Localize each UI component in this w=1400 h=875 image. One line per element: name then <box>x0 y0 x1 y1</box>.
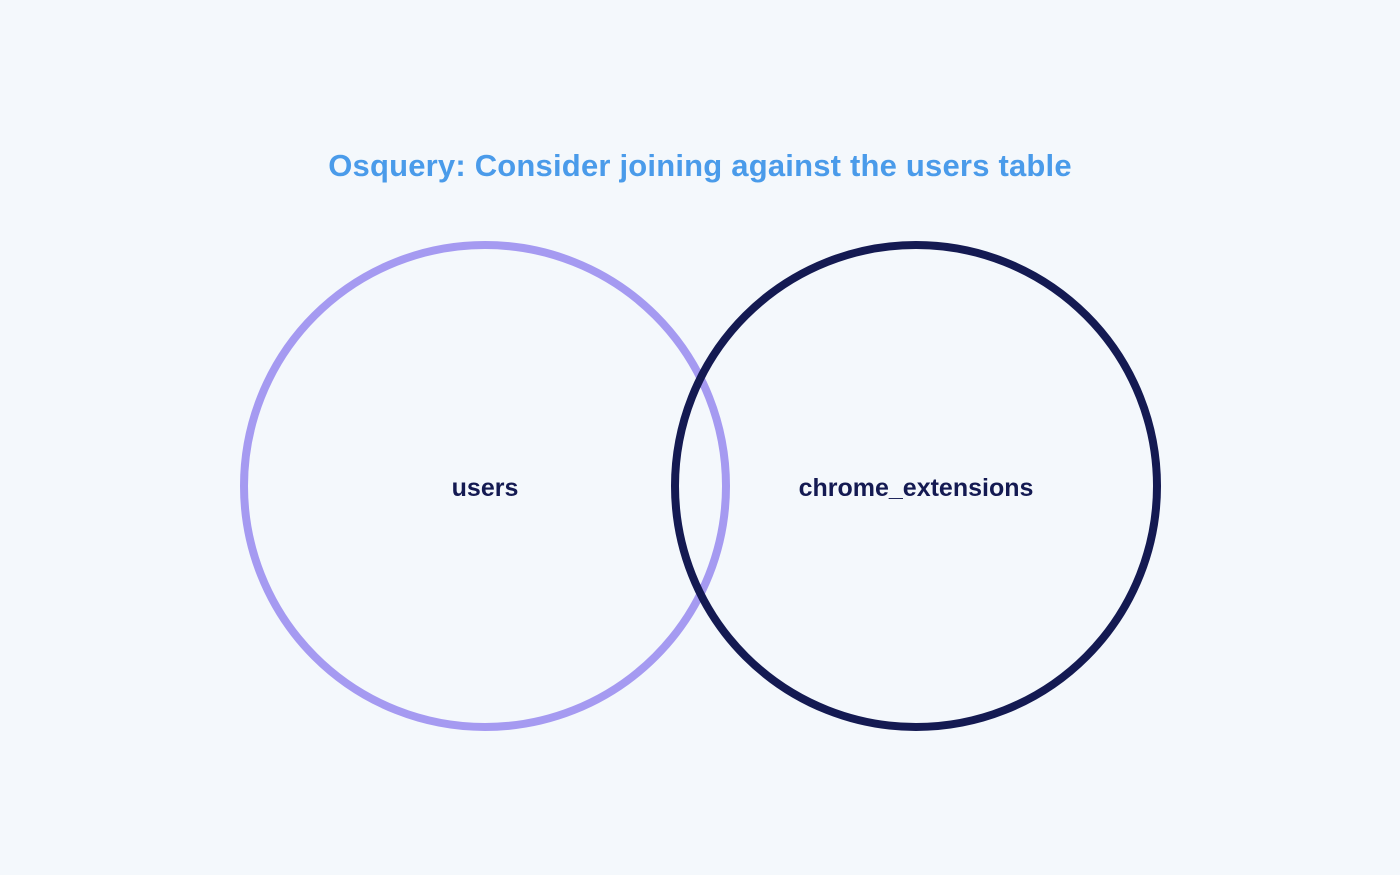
users-circle <box>240 241 730 731</box>
diagram-title: Osquery: Consider joining against the us… <box>328 148 1072 183</box>
chrome-extensions-circle <box>671 241 1161 731</box>
users-label: users <box>452 474 519 502</box>
chrome-extensions-label: chrome_extensions <box>799 474 1034 502</box>
